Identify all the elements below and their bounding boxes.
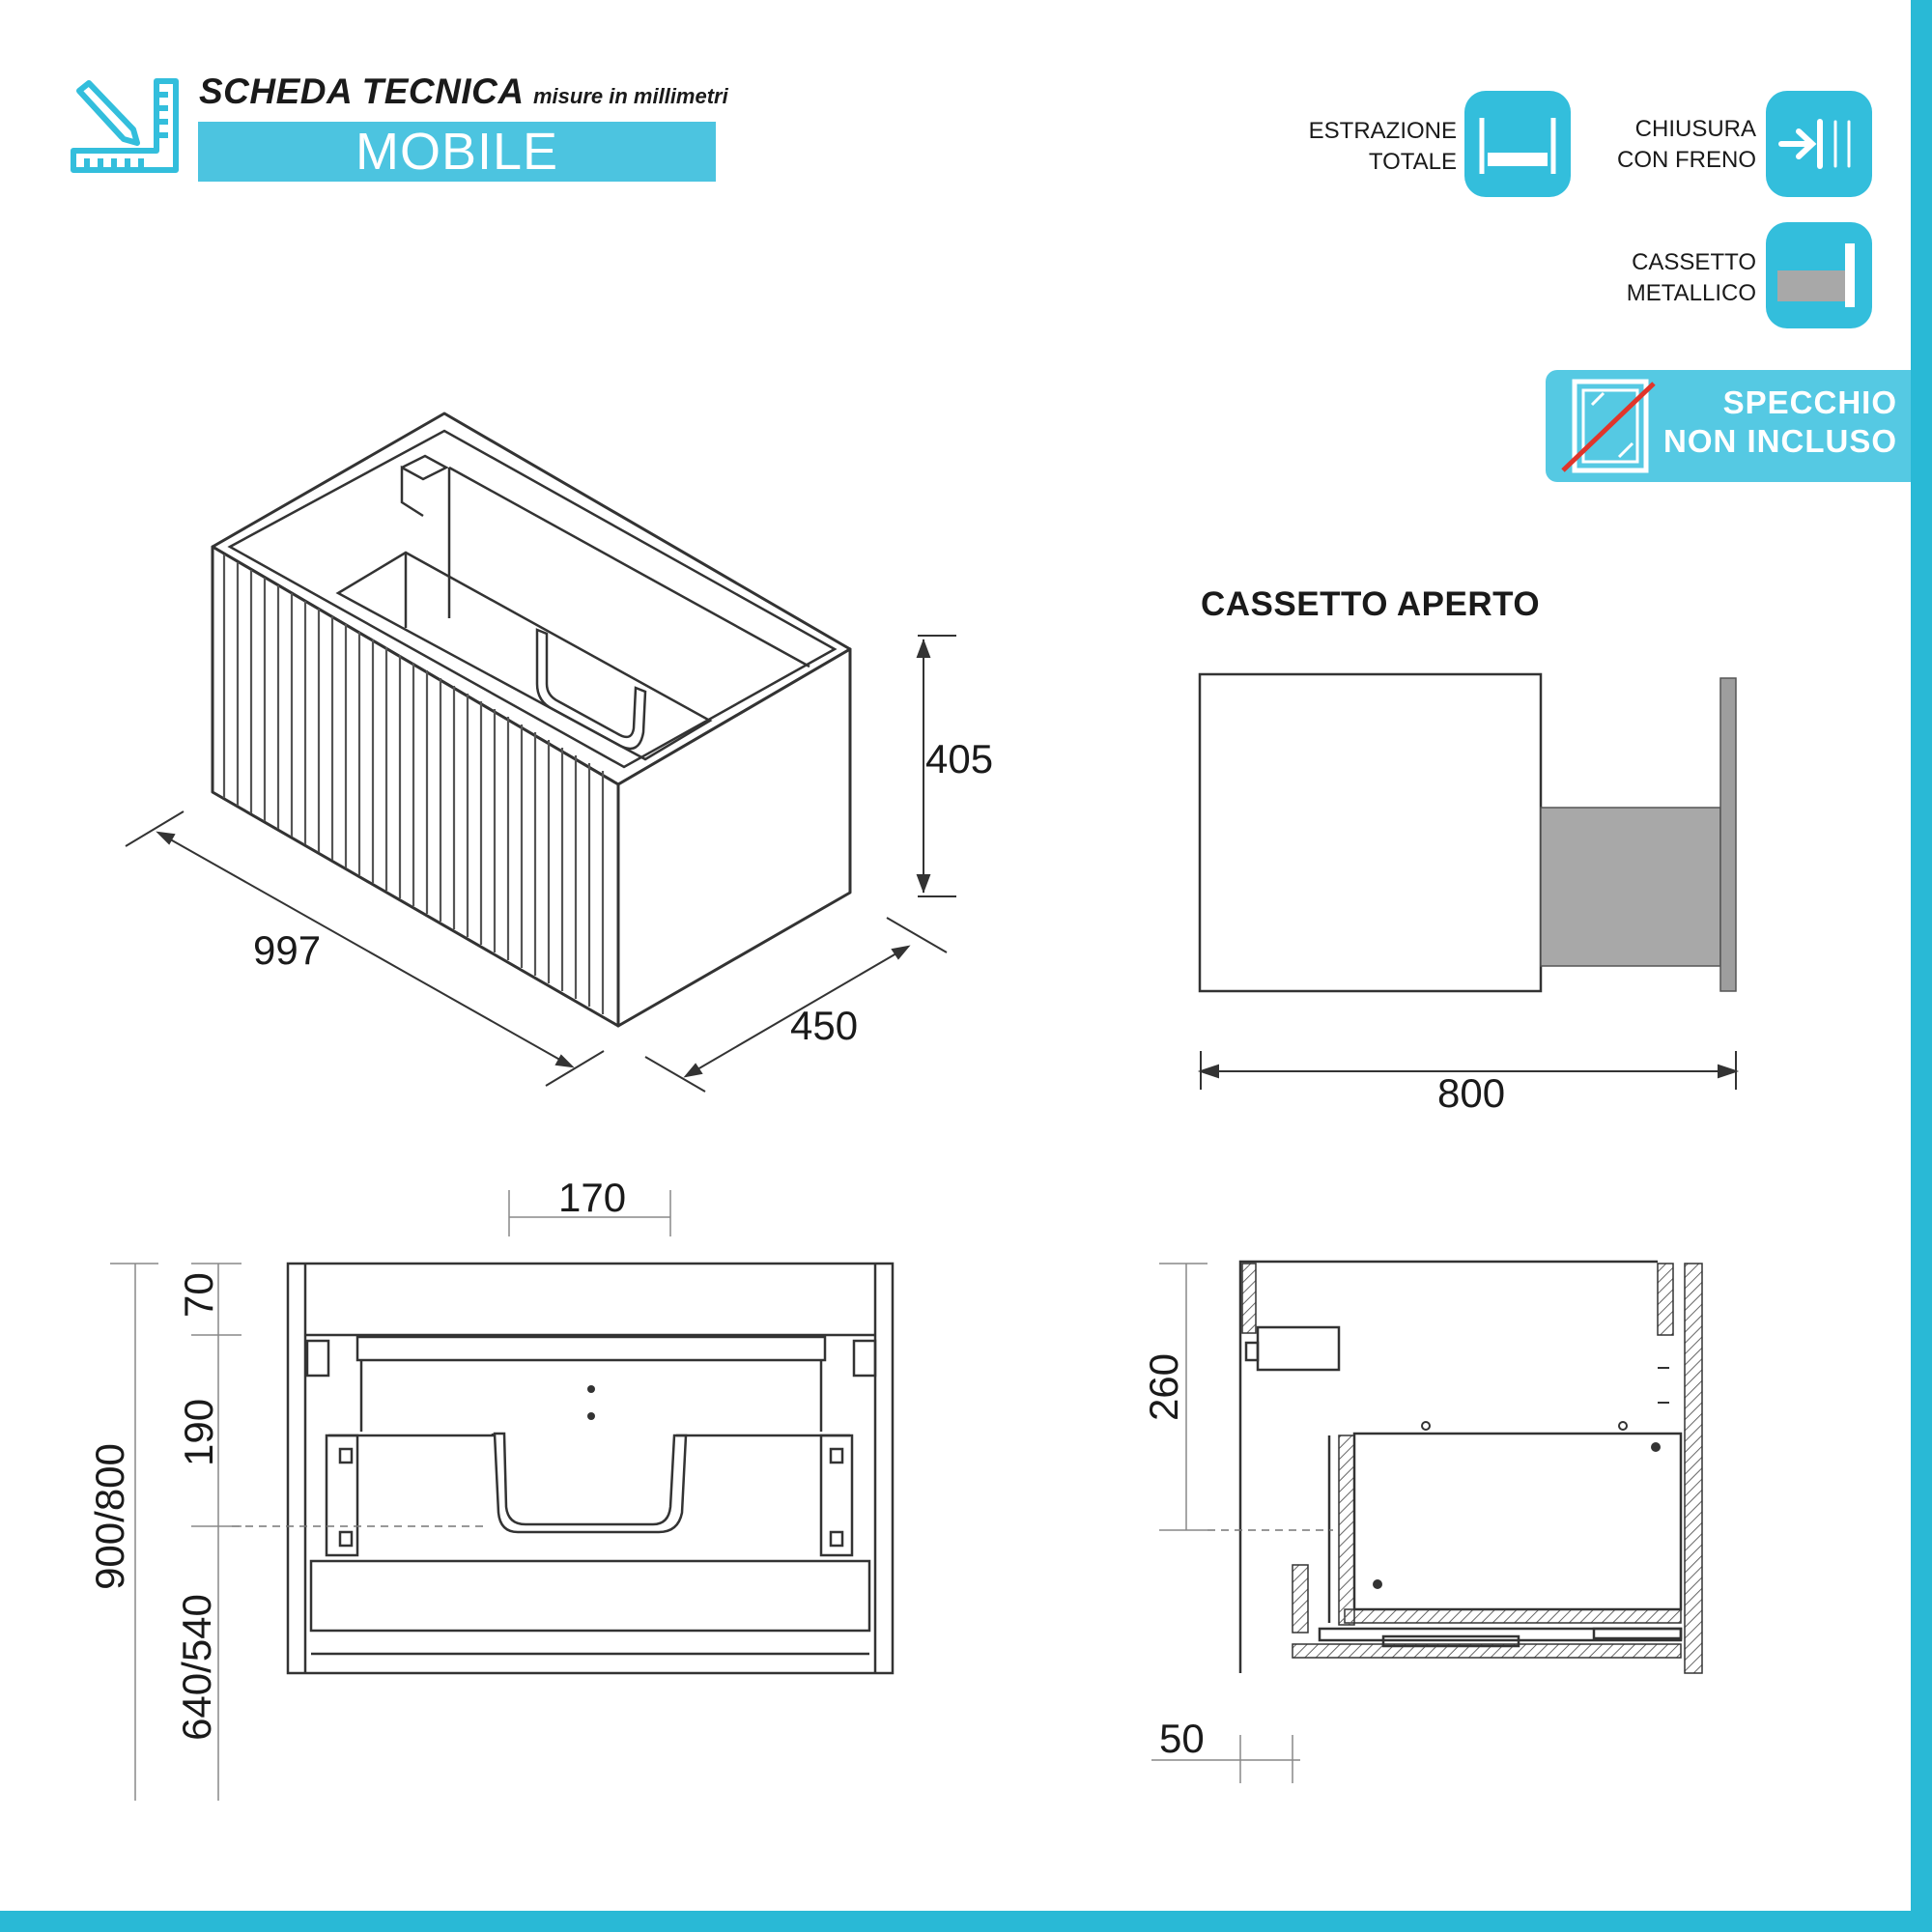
cabinet-front-panel: [211, 545, 620, 1028]
metal-drawer-icon: [1766, 222, 1872, 328]
side-section-view: [1151, 1260, 1703, 1783]
drawer-box-section: [1352, 1432, 1683, 1611]
sheet-subtitle: misure in millimetri: [533, 84, 728, 108]
drawer-open-title: CASSETTO APERTO: [1201, 585, 1541, 623]
accent-frame-right: [1911, 0, 1932, 1932]
dimension-width: 997: [253, 927, 322, 973]
dimension-cutout: 170: [558, 1175, 627, 1220]
mirror-line: NON INCLUSO: [1663, 423, 1897, 459]
dimension-side-height: 260: [1141, 1352, 1186, 1422]
product-banner: MOBILE: [198, 122, 716, 182]
feature-line: METALLICO: [1626, 280, 1756, 306]
isometric-cabinet-view: [125, 412, 956, 1093]
technical-sheet-icon: [71, 78, 179, 173]
feature-line: CON FRENO: [1617, 147, 1756, 173]
siphon-cutout: [493, 1432, 688, 1534]
fluted-front-lines: [222, 554, 605, 1014]
drawer-box: [1540, 807, 1721, 967]
feature-line: ESTRAZIONE: [1308, 118, 1457, 144]
dimension-side-offset: 50: [1159, 1716, 1205, 1761]
feature-label-metal-drawer: CASSETTO METALLICO: [1627, 247, 1756, 309]
bottom-panel-section: [1292, 1643, 1682, 1659]
dimension-drawer-width: 800: [1437, 1070, 1506, 1116]
feature-line: CASSETTO: [1632, 249, 1756, 275]
dimension-depth: 450: [790, 1003, 859, 1048]
accent-frame-bottom: [0, 1911, 1932, 1932]
sheet-title-text: SCHEDA TECNICA: [199, 71, 524, 111]
feature-label-full-extension: ESTRAZIONE TOTALE: [1309, 116, 1457, 178]
soft-close-icon: [1766, 91, 1872, 197]
drawer-open-view: [1197, 672, 1740, 1090]
cabinet-side-outline: [1198, 672, 1543, 993]
feature-line: TOTALE: [1368, 149, 1457, 175]
feature-line: CHIUSURA: [1634, 116, 1756, 142]
feature-label-soft-close: CHIUSURA CON FRENO: [1617, 114, 1756, 176]
drawer-front-section: [1684, 1263, 1703, 1674]
side-cabinet-outline: [1238, 1260, 1658, 1673]
front-outline: [286, 1262, 895, 1675]
mirror-not-included-banner: SPECCHIO NON INCLUSO: [1546, 370, 1911, 482]
crossed-mirror-icon: [1561, 379, 1656, 473]
mirror-text: SPECCHIO NON INCLUSO: [1663, 384, 1897, 461]
front-elevation-view: [110, 1190, 895, 1801]
full-extension-icon: [1464, 91, 1571, 197]
drawer-front: [1719, 677, 1737, 992]
sheet-title: SCHEDA TECNICA misure in millimetri: [199, 71, 728, 112]
dimension-height: 405: [925, 736, 994, 781]
drawer-front-panel: [309, 1559, 871, 1633]
mirror-line: SPECCHIO: [1722, 384, 1897, 420]
